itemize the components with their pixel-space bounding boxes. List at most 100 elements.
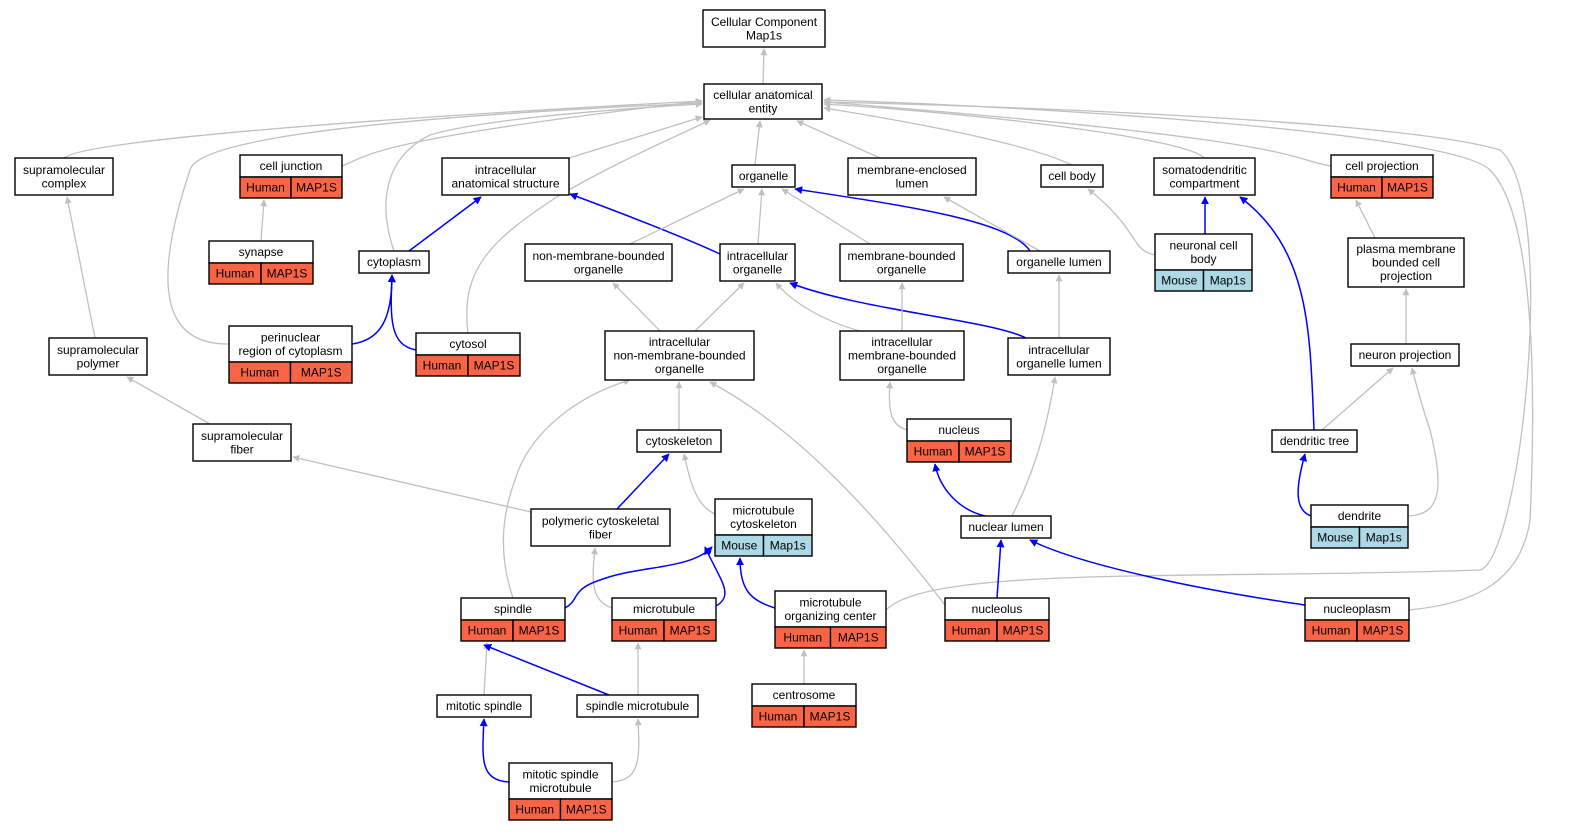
gene-label: MAP1S	[1387, 181, 1428, 195]
edge-nucleolus-to-intracellular-nmbo	[709, 381, 946, 606]
node-label: neuronal cell	[1169, 238, 1237, 252]
node-box	[719, 243, 796, 282]
node-label: perinuclear	[261, 330, 320, 344]
edge-polymeric-cytoskeletal-fiber-to-cytoskeleton	[616, 453, 670, 510]
species-label: Mouse	[721, 539, 757, 553]
gene-label: MAP1S	[519, 624, 560, 638]
node-label: fiber	[589, 527, 612, 541]
node-intracellular-nmbo[interactable]: intracellularnon-membrane-boundedorganel…	[604, 330, 755, 381]
node-label: intracellular	[871, 335, 932, 349]
node-cytoskeleton[interactable]: cytoskeleton	[636, 429, 722, 453]
node-dendritic-tree[interactable]: dendritic tree	[1271, 429, 1358, 453]
node-label: membrane-bounded	[848, 349, 956, 363]
node-mitotic-spindle[interactable]: mitotic spindle	[436, 694, 532, 718]
node-spindle-microtubule[interactable]: spindle microtubule	[576, 694, 699, 718]
node-label: mitotic spindle	[446, 699, 522, 713]
node-label: organelle	[733, 262, 783, 276]
node-label: intracellular	[475, 163, 536, 177]
node-label: microtubule	[732, 503, 794, 517]
edge-cell-junction-to-cae	[341, 98, 703, 167]
node-label: mitotic spindle	[522, 767, 598, 781]
species-label: Human	[216, 267, 255, 281]
gene-cell	[1358, 526, 1409, 549]
node-label: nuclear lumen	[968, 520, 1043, 534]
node-nuclear-lumen[interactable]: nuclear lumen	[960, 515, 1052, 539]
node-box	[228, 325, 353, 363]
node-organelle-lumen[interactable]: organelle lumen	[1007, 250, 1111, 274]
species-label: Human	[468, 624, 507, 638]
node-cytoplasm[interactable]: cytoplasm	[358, 250, 430, 274]
edge-supramolecular-fiber-to-supramolecular-polymer	[126, 376, 211, 425]
species-label: Human	[240, 366, 279, 380]
node-label: non-membrane-bounded	[613, 349, 745, 363]
node-box	[839, 243, 964, 282]
node-label: entity	[749, 101, 778, 115]
gene-label: MAP1S	[474, 359, 515, 373]
gene-label: MAP1S	[1363, 624, 1404, 638]
node-label: organelle	[655, 362, 705, 376]
species-label: Human	[423, 359, 462, 373]
node-organelle[interactable]: organelle	[731, 164, 796, 188]
edge-nucleus-to-intracellular-mbo	[886, 381, 908, 431]
edge-intracellular-anatomical-structure-to-cae	[568, 115, 703, 159]
edge-mtoc-to-cae	[823, 98, 1532, 611]
gene-cell	[996, 619, 1050, 642]
node-label: non-membrane-bounded	[532, 249, 664, 263]
node-cell-body[interactable]: cell body	[1040, 164, 1104, 188]
node-label: intracellular	[649, 335, 710, 349]
edge-membrane-bounded-organelle-to-organelle	[781, 188, 871, 245]
node-neuron-projection[interactable]: neuron projection	[1350, 343, 1460, 367]
node-label: microtubule	[529, 781, 591, 795]
node-box	[1271, 429, 1358, 453]
node-box	[702, 9, 826, 48]
node-label: nucleolus	[972, 602, 1023, 616]
node-box	[441, 157, 570, 196]
edge-intracellular-nmbo-to-non-membrane-bounded-organelle	[612, 282, 661, 332]
species-label: Human	[246, 181, 285, 195]
gene-label: MAP1S	[670, 624, 711, 638]
edge-organelle-lumen-to-membrane-enclosed-lumen	[943, 196, 1041, 252]
node-label: spindle	[494, 602, 532, 616]
node-box	[636, 429, 722, 453]
node-label: nucleus	[938, 423, 979, 437]
edge-neuronal-cell-body-to-cell-body	[1087, 188, 1156, 256]
gene-label: MAP1S	[267, 267, 308, 281]
gene-label: MAP1S	[838, 631, 879, 645]
edge-plasma-membrane-bounded-cell-projection-to-cell-projection	[1355, 199, 1376, 239]
edge-cytoplasm-to-cae	[385, 100, 703, 252]
edge-non-membrane-bounded-organelle-to-organelle	[629, 188, 745, 245]
node-box	[960, 515, 1052, 539]
